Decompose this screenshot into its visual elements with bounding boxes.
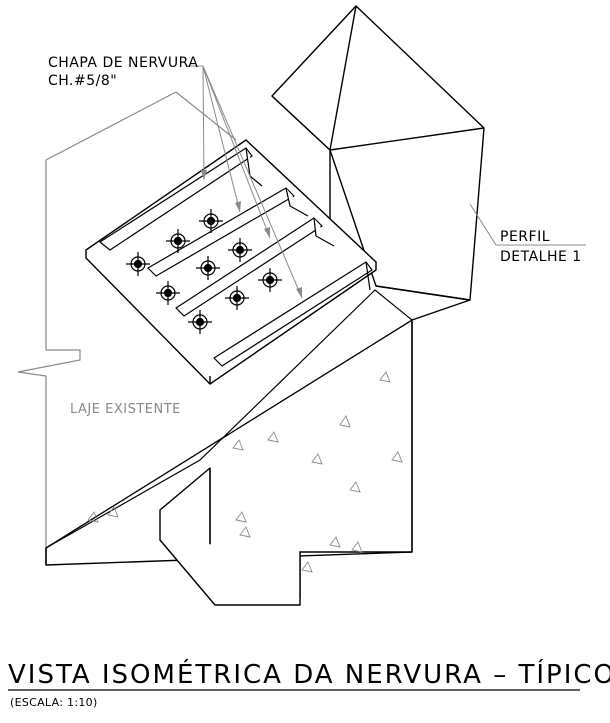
chapa-leader-arrows	[201, 170, 302, 298]
anchor-bolt	[156, 281, 180, 305]
chapa-de-nervura-label: CHAPA DE NERVURA	[48, 55, 199, 71]
perfil-label: PERFIL	[500, 229, 550, 245]
steel-profile	[271, 5, 485, 321]
chapa-spec-label: CH.#5/8"	[48, 73, 118, 89]
stiffener-ribs	[99, 147, 373, 367]
anchor-bolt	[196, 256, 220, 280]
anchor-bolt	[126, 252, 150, 276]
anchor-bolt	[199, 209, 223, 233]
anchor-bolts	[126, 209, 282, 334]
rib-plate	[85, 139, 377, 385]
anchor-bolt	[258, 268, 282, 292]
laje-existente-label: LAJE EXISTENTE	[70, 402, 181, 417]
anchor-bolt	[188, 310, 212, 334]
anchor-bolt	[225, 286, 249, 310]
concrete-beam	[45, 319, 413, 606]
existing-slab-outline	[17, 91, 237, 548]
chapa-leader-lines	[186, 65, 303, 299]
detalhe-label: DETALHE 1	[500, 249, 582, 265]
drawing-title: VISTA ISOMÉTRICA DA NERVURA – TÍPICO	[8, 660, 610, 690]
drawing-scale: (ESCALA: 1:10)	[10, 696, 98, 709]
concrete-hatch	[87, 371, 403, 573]
anchor-bolt	[166, 229, 190, 253]
beam-top-face	[45, 289, 414, 549]
perfil-leader	[469, 203, 586, 246]
anchor-bolt	[228, 238, 252, 262]
